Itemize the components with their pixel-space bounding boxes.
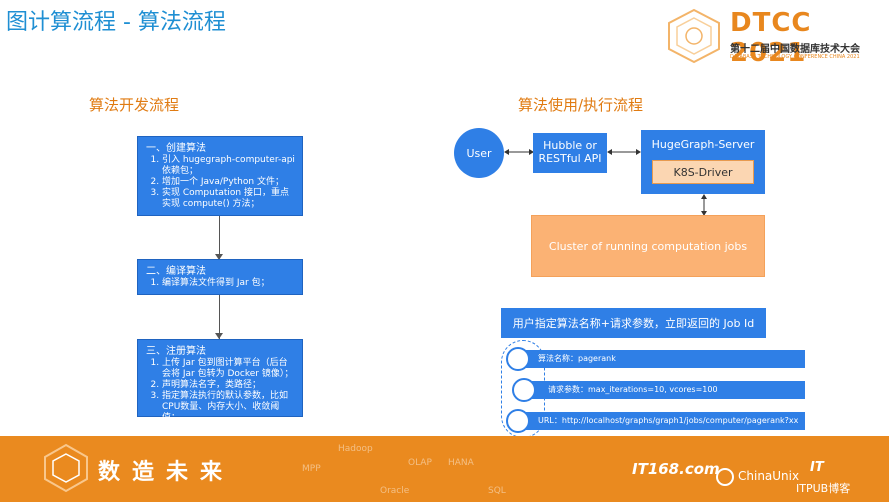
arrow-down-icon xyxy=(215,333,223,339)
sponsor-chinaunix-logo: ChinaUnix xyxy=(738,469,800,483)
hexagon-logo-icon xyxy=(668,8,720,64)
watermark-text: Oracle xyxy=(380,486,410,496)
info-bar-params: 请求参数：max_iterations=10, vcores=100 xyxy=(526,381,805,399)
server-node: HugeGraph-Server K8S-Driver xyxy=(641,130,765,194)
info-bar-algorithm: 算法名称：pagerank xyxy=(516,350,805,368)
watermark-text: HANA xyxy=(448,458,474,468)
connector-line xyxy=(219,295,220,339)
api-node: Hubble or RESTful API xyxy=(533,133,607,173)
slogan-char: 造 xyxy=(132,460,155,485)
slogan-char: 来 xyxy=(200,460,223,485)
step-item: 上传 Jar 包到图计算平台（后台会将 Jar 包转为 Docker 镜像）； xyxy=(162,358,296,380)
step-heading: 三、注册算法 xyxy=(146,346,206,357)
dev-flow-title: 算法开发流程 xyxy=(89,96,180,114)
tip-box: 用户指定算法名称+请求参数，立即返回的 Job Id xyxy=(501,308,766,338)
arrow-down-icon xyxy=(215,254,223,260)
dev-step-compile: 二、编译算法 编译算法文件得到 Jar 包； xyxy=(137,259,303,295)
step-heading: 二、编译算法 xyxy=(146,266,206,277)
chinaunix-logo-icon xyxy=(716,468,734,486)
conference-logo: DTCC 2021 第十二届中国数据库技术大会 DATABASE TECHNOL… xyxy=(655,6,885,68)
driver-node: K8S-Driver xyxy=(652,160,754,184)
user-node: User xyxy=(454,128,504,178)
watermark-text: Hadoop xyxy=(338,444,373,454)
connector-line xyxy=(219,216,220,260)
logo-tagline: DATABASE TECHNOLOGY CONFERENCE CHINA 202… xyxy=(730,54,860,60)
watermark-text: MPP xyxy=(302,464,321,474)
bullet-circle-icon xyxy=(506,347,530,371)
itpub-logo-icon: IT xyxy=(810,460,824,475)
step-heading: 一、创建算法 xyxy=(146,143,206,154)
slogan-char: 数 xyxy=(98,460,121,485)
footer-banner: 数造未来 Hadoop OLAP HANA MPP Oracle SQL IT1… xyxy=(0,436,889,502)
step-item: 实现 Computation 接口，重点实现 compute() 方法； xyxy=(162,188,296,210)
cluster-node: Cluster of running computation jobs xyxy=(531,215,765,277)
dev-step-register: 三、注册算法 上传 Jar 包到图计算平台（后台会将 Jar 包转为 Docke… xyxy=(137,339,303,423)
double-arrow-icon xyxy=(504,149,534,155)
sponsor-it168-logo: IT168.com xyxy=(632,460,720,478)
bullet-circle-icon xyxy=(506,409,530,433)
server-label: HugeGraph-Server xyxy=(651,138,755,151)
double-arrow-icon xyxy=(607,149,641,155)
footer-slogan: 数造未来 xyxy=(98,454,234,486)
logo-text: DTCC 2021 xyxy=(730,8,812,68)
step-item: 引入 hugegraph-computer-api 依赖包； xyxy=(162,155,296,177)
hexagon-footer-icon xyxy=(44,443,88,493)
step-item: 编译算法文件得到 Jar 包； xyxy=(162,278,296,289)
info-bar-url: URL：http://localhost/graphs/graph1/jobs/… xyxy=(516,412,805,430)
step-item: 指定算法执行的默认参数，比如CPU数量、内存大小、收敛阈值； xyxy=(162,391,296,424)
watermark-text: SQL xyxy=(488,486,506,496)
watermark-text: OLAP xyxy=(408,458,432,468)
dev-step-create: 一、创建算法 引入 hugegraph-computer-api 依赖包； 增加… xyxy=(137,136,303,216)
step-item: 增加一个 Java/Python 文件； xyxy=(162,177,296,188)
use-flow-title: 算法使用/执行流程 xyxy=(518,96,644,114)
step-item: 声明算法名字，类路径； xyxy=(162,380,296,391)
sponsor-itpub-logo: ITPUB博客 xyxy=(796,482,851,495)
bullet-circle-icon xyxy=(512,378,536,402)
logo-subtitle: 第十二届中国数据库技术大会 xyxy=(730,44,860,55)
double-arrow-vertical-icon xyxy=(701,194,707,216)
slide-title: 图计算流程 - 算法流程 xyxy=(6,10,226,35)
slogan-char: 未 xyxy=(166,460,189,485)
